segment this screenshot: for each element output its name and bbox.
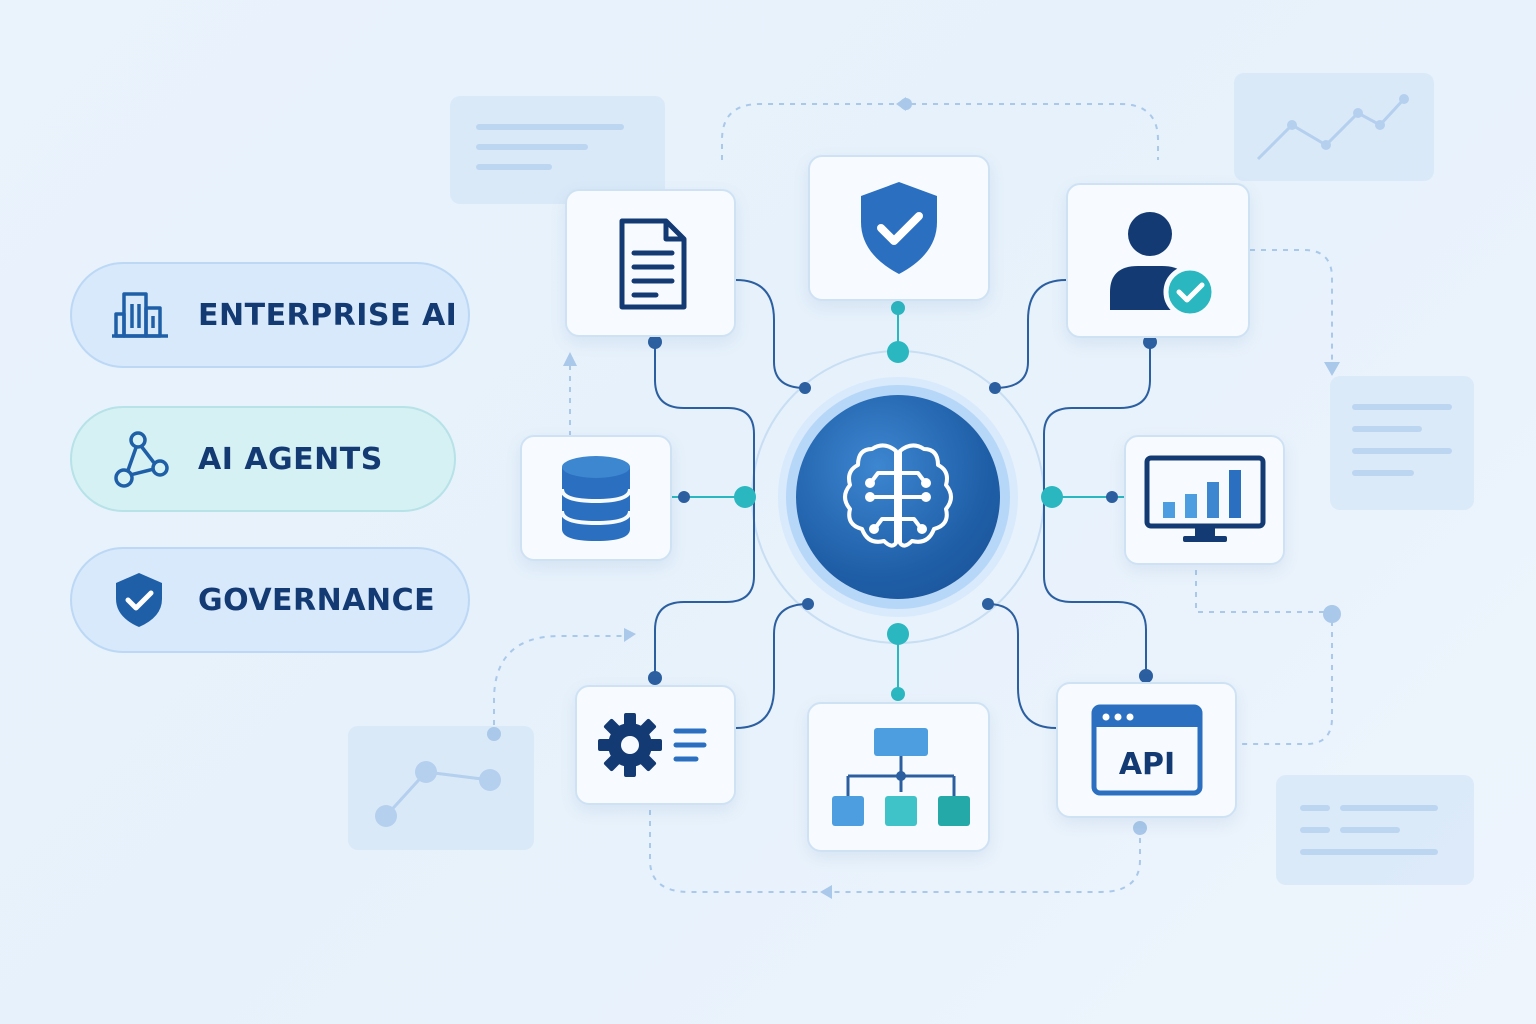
gear-list-icon (597, 713, 706, 777)
bg-line-chart (1256, 94, 1409, 161)
card-security[interactable] (808, 155, 990, 301)
bg-panel-text-top (450, 96, 665, 204)
card-document[interactable] (565, 189, 736, 337)
bg-text-lines (1300, 805, 1438, 855)
brain-circuit-icon (843, 443, 953, 548)
document-icon (619, 218, 686, 310)
monitor-bar-chart-icon (1144, 455, 1265, 542)
card-api[interactable]: API (1056, 682, 1237, 818)
bg-panel-line-chart-top (1234, 73, 1434, 181)
pill-governance[interactable]: GOVERNANCE (70, 547, 470, 653)
hub (796, 395, 1000, 599)
building-icon (112, 292, 168, 338)
bg-scatter-chart (375, 761, 501, 827)
pill-enterprise-ai[interactable]: ENTERPRISE AI (70, 262, 470, 368)
bg-text-lines (1352, 404, 1452, 476)
card-settings[interactable] (575, 685, 736, 805)
shield-check-icon (861, 182, 937, 274)
bg-panel-text-bottom (1276, 775, 1474, 885)
bg-panel-line-chart-bottom (348, 726, 534, 850)
pill-label: GOVERNANCE (198, 582, 436, 618)
user-check-icon (1110, 211, 1217, 316)
agent-nodes-icon (114, 431, 169, 488)
hierarchy-icon (831, 728, 970, 826)
card-database[interactable] (520, 435, 672, 561)
database-icon (560, 456, 632, 541)
shield-check-icon (116, 573, 162, 627)
pill-label: AI AGENTS (198, 441, 383, 477)
card-analytics[interactable] (1124, 435, 1285, 565)
card-workflow[interactable] (807, 702, 990, 852)
api-window-icon: API (1091, 704, 1202, 796)
card-user-verified[interactable] (1066, 183, 1250, 338)
pill-label: ENTERPRISE AI (198, 297, 458, 333)
api-label: API (1118, 747, 1174, 782)
bg-text-lines (476, 124, 624, 170)
pill-ai-agents[interactable]: AI AGENTS (70, 406, 456, 512)
bg-panel-text-right (1330, 376, 1474, 510)
